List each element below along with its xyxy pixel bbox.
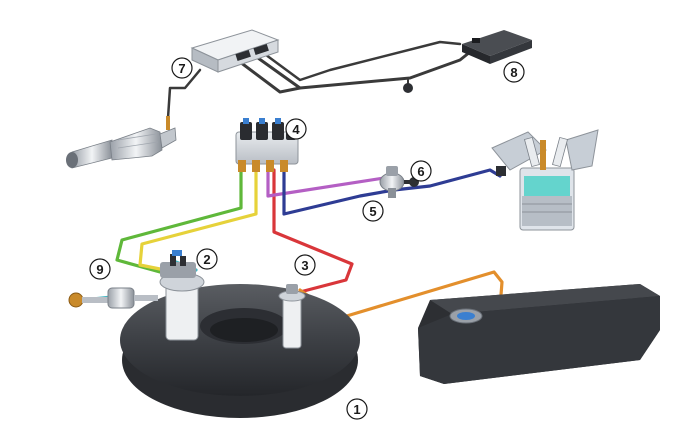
callout-2-label: 2 xyxy=(203,252,210,267)
wire-connector-icon xyxy=(403,83,413,93)
callout-7: 7 xyxy=(171,57,193,79)
filling-valve-icon xyxy=(278,284,306,349)
wiring-harness xyxy=(166,40,472,120)
toroidal-lpg-tank-icon xyxy=(120,284,360,418)
callout-6: 6 xyxy=(410,160,432,182)
callout-3-label: 3 xyxy=(301,258,308,273)
engine-cylinder-icon xyxy=(491,129,599,231)
fuel-filter-icon xyxy=(68,287,158,309)
callout-9-label: 9 xyxy=(96,262,103,277)
callout-6-label: 6 xyxy=(417,164,424,179)
callout-1-label: 1 xyxy=(353,402,360,417)
catalytic-converter-icon xyxy=(66,116,177,169)
callout-4: 4 xyxy=(285,118,307,140)
callout-1: 1 xyxy=(346,398,368,420)
callout-5: 5 xyxy=(362,200,384,222)
pressure-regulator-icon xyxy=(379,166,405,198)
tank-valve-assembly-icon xyxy=(159,250,205,341)
callout-8-label: 8 xyxy=(510,65,517,80)
callout-2: 2 xyxy=(196,248,218,270)
callout-9: 9 xyxy=(89,258,111,280)
injector-rail-icon xyxy=(235,118,299,172)
gasoline-tank-icon xyxy=(418,284,660,384)
ecu-box-icon xyxy=(190,29,280,73)
callout-3: 3 xyxy=(294,254,316,276)
callout-7-label: 7 xyxy=(178,61,185,76)
callout-8: 8 xyxy=(503,61,525,83)
gasoline-ecu-icon xyxy=(462,30,532,64)
callout-4-label: 4 xyxy=(292,122,300,137)
callout-5-label: 5 xyxy=(369,204,376,219)
